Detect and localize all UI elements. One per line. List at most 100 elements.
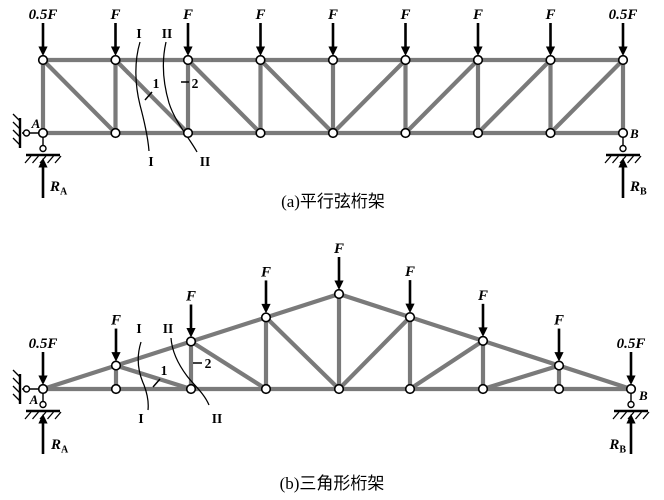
joint-node bbox=[477, 335, 489, 346]
joint-node bbox=[472, 127, 484, 139]
joint-node bbox=[255, 54, 266, 66]
load-label: F bbox=[472, 7, 483, 23]
load-label: 0.5F bbox=[29, 7, 58, 23]
wall-hatch bbox=[12, 393, 21, 402]
joint-label-b: B bbox=[629, 126, 639, 141]
joint-node bbox=[617, 54, 629, 66]
wall-hatch bbox=[12, 369, 21, 378]
section-label-II-top: II bbox=[163, 321, 174, 336]
ground-hatch bbox=[24, 411, 32, 420]
caption-b: (b)三角形桁架 bbox=[280, 474, 385, 493]
wall-hatch bbox=[12, 385, 21, 394]
link-pin bbox=[22, 129, 31, 137]
link-pin bbox=[39, 400, 47, 409]
joint-node bbox=[472, 54, 484, 66]
member-1-tick bbox=[144, 91, 153, 101]
ground-hatch bbox=[54, 411, 62, 420]
load-label: F bbox=[399, 7, 410, 23]
diagonal-member bbox=[482, 363, 560, 392]
reaction-arrow-b-head bbox=[618, 158, 628, 168]
joint-node bbox=[400, 54, 411, 66]
joint-node bbox=[625, 383, 637, 395]
reaction-arrow-a-head bbox=[38, 158, 48, 168]
wall-hatch bbox=[12, 129, 21, 138]
ground-hatch bbox=[634, 155, 642, 164]
section-label-II-bottom: II bbox=[212, 411, 223, 426]
joint-node bbox=[333, 288, 345, 300]
joint-node bbox=[400, 127, 411, 139]
load-arrow-head bbox=[110, 46, 121, 56]
ground-hatch bbox=[32, 411, 39, 420]
joint-node bbox=[37, 127, 49, 139]
load-label: F bbox=[182, 7, 193, 23]
reaction-symbol: R bbox=[608, 437, 619, 453]
load-label: F bbox=[477, 288, 488, 304]
joint-node bbox=[327, 127, 339, 139]
ground-hatch bbox=[32, 155, 39, 164]
section-label-II-top: II bbox=[162, 26, 173, 41]
load-arrow-head bbox=[255, 46, 266, 56]
load-label: F bbox=[544, 7, 555, 23]
load-arrow-head bbox=[38, 375, 48, 385]
ground-hatch bbox=[612, 155, 619, 164]
joint-node bbox=[37, 383, 49, 395]
load-arrow-head bbox=[545, 46, 556, 56]
load-label: F bbox=[109, 7, 120, 23]
joint-node bbox=[553, 360, 565, 371]
ground-hatch bbox=[612, 411, 620, 420]
joint-node bbox=[255, 127, 266, 139]
reaction-label: RA bbox=[50, 437, 69, 456]
load-arrow-head bbox=[38, 46, 48, 56]
section-label-II-bottom: II bbox=[200, 154, 211, 169]
joint-node bbox=[404, 311, 416, 323]
load-arrow-head bbox=[261, 303, 271, 314]
load-arrow-head bbox=[478, 327, 488, 337]
section-label-I-top: I bbox=[136, 321, 141, 336]
load-label: F bbox=[327, 7, 338, 23]
load-label: 0.5F bbox=[29, 336, 58, 352]
diagonal-member bbox=[476, 58, 552, 135]
link-pin bbox=[619, 144, 627, 153]
diagonal-member bbox=[264, 315, 341, 391]
ground-hatch bbox=[24, 155, 32, 164]
reaction-symbol: R bbox=[50, 437, 61, 453]
joint-node bbox=[110, 127, 121, 139]
joint-node bbox=[545, 127, 556, 139]
load-label: F bbox=[254, 7, 265, 23]
load-label: 0.5F bbox=[609, 7, 638, 23]
reaction-label: RB bbox=[629, 179, 647, 198]
ground-hatch bbox=[635, 411, 642, 420]
member-label-1: 1 bbox=[153, 76, 160, 91]
reaction-arrow-b-head bbox=[626, 414, 636, 424]
load-label: F bbox=[260, 264, 271, 280]
wall-hatch bbox=[12, 121, 21, 130]
diagonal-member bbox=[404, 58, 480, 135]
reaction-subscript: A bbox=[61, 445, 69, 456]
load-label: F bbox=[333, 241, 344, 257]
link-pin bbox=[39, 144, 47, 153]
member-label-2: 2 bbox=[192, 76, 199, 91]
ground-hatch bbox=[47, 155, 54, 164]
diagonal-member bbox=[189, 339, 268, 391]
section-label-I-top: I bbox=[136, 26, 141, 41]
section-line-II bbox=[162, 41, 198, 153]
section-line-I bbox=[137, 341, 149, 411]
joint-node bbox=[185, 383, 197, 395]
diagonal-member bbox=[41, 58, 117, 135]
ground-hatch bbox=[642, 411, 650, 420]
joint-label-b: B bbox=[638, 388, 648, 403]
load-label: F bbox=[110, 313, 121, 329]
ground-hatch bbox=[620, 411, 627, 420]
load-arrow-head bbox=[400, 46, 411, 56]
load-arrow-head bbox=[626, 375, 636, 385]
member-label-1: 1 bbox=[161, 363, 168, 378]
joint-node bbox=[182, 127, 194, 139]
diagonal-member bbox=[331, 58, 407, 135]
reaction-label: RB bbox=[608, 437, 626, 456]
joint-label-a: A bbox=[31, 116, 41, 131]
joint-node bbox=[477, 383, 489, 395]
joint-node bbox=[110, 54, 121, 66]
diagonal-member bbox=[408, 339, 485, 391]
load-label: 0.5F bbox=[617, 336, 646, 352]
